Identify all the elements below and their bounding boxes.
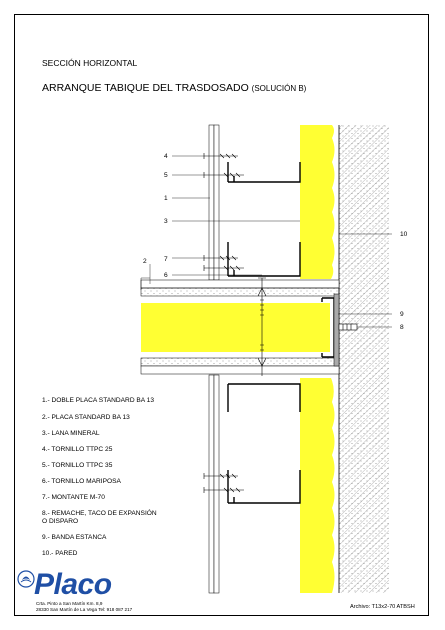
wall bbox=[338, 125, 389, 593]
legend-item: 9.- BANDA ESTANCA bbox=[42, 534, 107, 541]
sheet-frame bbox=[14, 14, 429, 616]
callout-5: 5 bbox=[164, 172, 168, 179]
placo-logo-icon bbox=[17, 570, 35, 588]
address-line-2: 28330 San Martín de La Vega Tel: 918 087… bbox=[36, 607, 133, 612]
callout-4: 4 bbox=[164, 153, 168, 160]
title-suffix: (SOLUCIÓN B) bbox=[251, 84, 307, 93]
legend-item: 8.- REMACHE, TACO DE EXPANSIÓN bbox=[42, 510, 157, 517]
legend-item: O DISPARO bbox=[42, 518, 79, 525]
callout-10: 10 bbox=[400, 231, 408, 238]
callout-1: 1 bbox=[164, 195, 168, 202]
lining-studs bbox=[227, 162, 301, 504]
sealing-band bbox=[333, 293, 340, 367]
wall-anchor bbox=[338, 323, 358, 331]
legend-item: 5.- TORNILLO TTPC 35 bbox=[42, 462, 113, 469]
legend-item: 3.- LANA MINERAL bbox=[42, 430, 100, 437]
callout-labels: 4 5 1 3 10 2 7 6 9 8 bbox=[143, 153, 408, 331]
title-main: ARRANQUE TABIQUE DEL TRASDOSADO bbox=[42, 82, 249, 94]
butterfly-screw bbox=[257, 277, 267, 376]
callout-3: 3 bbox=[164, 218, 168, 225]
address-line-1: Crta. Pinto a San Martín Km. 8,9 bbox=[36, 601, 103, 606]
lining-insulation bbox=[300, 125, 335, 593]
drawing-title: ARRANQUE TABIQUE DEL TRASDOSADO (SOLUCIÓ… bbox=[42, 82, 306, 94]
callout-9: 9 bbox=[400, 311, 404, 318]
legend-item: 6.- TORNILLO MARIPOSA bbox=[42, 478, 121, 485]
legend-item: 1.- DOBLE PLACA STANDARD BA 13 bbox=[42, 397, 155, 404]
callout-6: 6 bbox=[164, 272, 168, 279]
legend-item: 2.- PLACA STANDARD BA 13 bbox=[42, 414, 130, 421]
partition-insulation bbox=[141, 303, 330, 352]
callout-7: 7 bbox=[164, 256, 168, 263]
section-label: SECCIÓN HORIZONTAL bbox=[42, 58, 138, 68]
callout-2: 2 bbox=[143, 258, 147, 265]
legend-item: 4.- TORNILLO TTPC 25 bbox=[42, 446, 113, 453]
legend-item: 10.- PARED bbox=[42, 550, 78, 557]
legend-item: 7.- MONTANTE M-70 bbox=[42, 494, 105, 501]
archive-reference: Archivo: T13x2-70 ATBSH bbox=[350, 604, 415, 610]
callout-8: 8 bbox=[400, 324, 404, 331]
leader-lines bbox=[140, 155, 392, 328]
brand-logo-text: Placo bbox=[34, 568, 112, 601]
